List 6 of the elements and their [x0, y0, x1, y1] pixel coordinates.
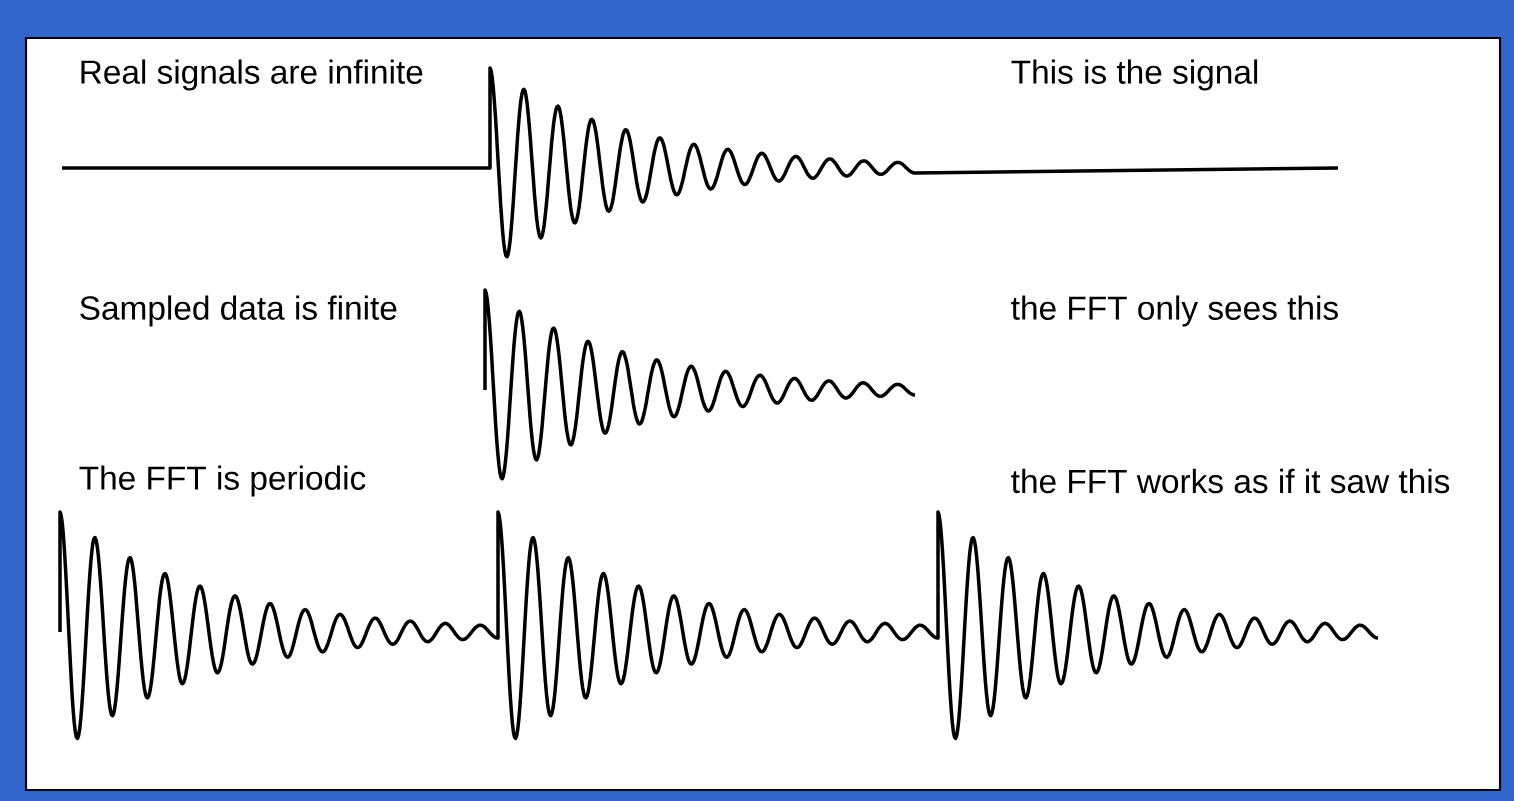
- caption-text: Sampled data is finite: [80, 295, 397, 327]
- caption-text: the FFT only sees this: [1011, 295, 1338, 327]
- caption-text: The FFT is periodic: [79, 465, 366, 497]
- caption-text: This is the signal: [1011, 59, 1258, 91]
- caption-text: the FFT works as if it saw this: [1011, 468, 1450, 494]
- caption-text: Real signals are infinite: [81, 59, 423, 91]
